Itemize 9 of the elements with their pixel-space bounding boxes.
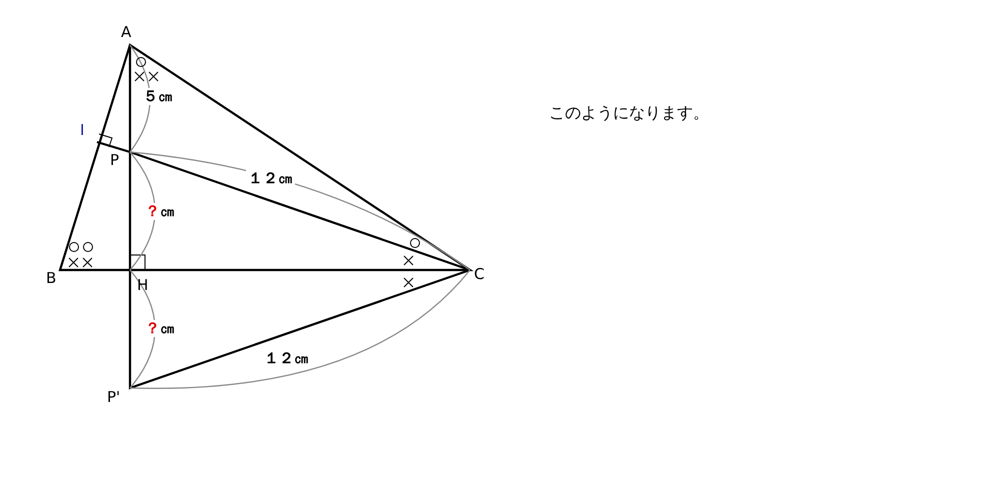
point-label: B [46, 270, 56, 287]
point-label: I [80, 122, 84, 139]
point-label: P [110, 152, 120, 169]
point-label: P' [107, 389, 120, 406]
note-text: このようになります。 [549, 104, 709, 121]
length-label: １２㎝ [246, 170, 295, 187]
point-label: H [137, 277, 148, 294]
point-label: A [121, 24, 132, 41]
point-label: C [474, 266, 484, 283]
